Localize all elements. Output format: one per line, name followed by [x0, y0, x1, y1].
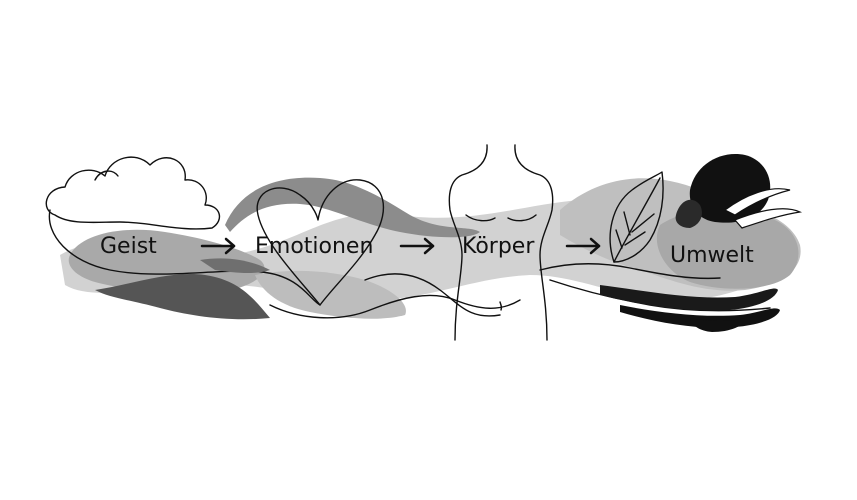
arrows — [200, 237, 601, 255]
stage-label-umwelt: Umwelt — [670, 243, 754, 268]
blob-tail — [675, 199, 702, 228]
wave-band-dark-left — [95, 273, 270, 320]
arrow-right-icon — [399, 237, 435, 255]
dark-wave-left — [200, 258, 270, 274]
dark-wave-3 — [690, 318, 745, 332]
dark-accents — [200, 154, 803, 332]
stage-label-emotionen: Emotionen — [255, 234, 373, 259]
wave-band-emotion — [255, 270, 406, 319]
body-chest-right — [507, 214, 537, 222]
wave-band-umwelt — [656, 209, 799, 289]
leaf-vein-2 — [631, 213, 655, 233]
body-navel — [499, 301, 503, 311]
body-outline-icon — [448, 144, 488, 341]
leaf-vein-4 — [623, 211, 631, 236]
wave-band-upper — [225, 177, 480, 238]
flow-line-right — [539, 263, 721, 280]
body-outline-right — [514, 144, 554, 341]
leaf-vein-3 — [615, 229, 623, 249]
flow-line-middle — [269, 294, 521, 319]
stage-label-geist: Geist — [100, 234, 157, 259]
arrow-right-icon — [200, 237, 236, 255]
cloud-curl — [94, 170, 119, 181]
white-leaf-strokes-2 — [733, 208, 803, 229]
white-leaf-strokes — [723, 188, 791, 216]
flow-line-geist — [48, 209, 321, 306]
leaf-icon — [609, 171, 664, 263]
cloud-icon — [45, 156, 221, 230]
dark-wave-1 — [600, 285, 778, 311]
heart-icon — [256, 179, 385, 306]
leaf-vein-1 — [624, 231, 646, 246]
flow-line-middle-2 — [364, 273, 501, 317]
stage-label-koerper: Körper — [462, 234, 535, 259]
arrow-right-icon — [565, 237, 601, 255]
leaf-vein — [613, 177, 661, 263]
body-chest-left — [465, 214, 496, 222]
